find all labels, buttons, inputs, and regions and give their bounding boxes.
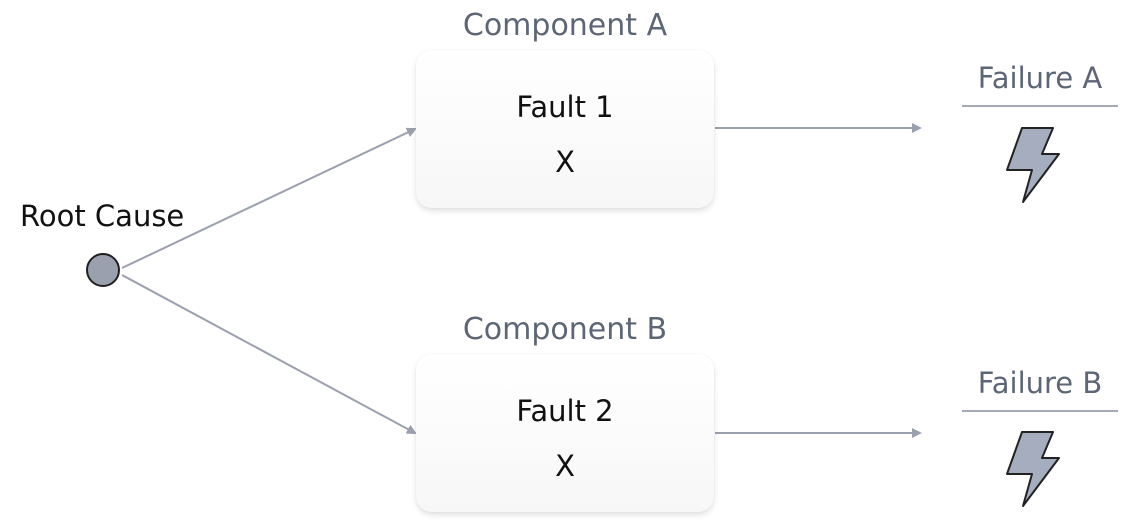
failure-b-title: Failure B (977, 366, 1103, 400)
component-b-title: Component B (462, 312, 668, 347)
fault-1-mark: X (555, 145, 575, 179)
fault-2-mark: X (555, 449, 575, 483)
component-a-box: Fault 1 X (416, 50, 714, 208)
lightning-bolt-icon (1006, 431, 1060, 507)
lightning-bolt-icon (1006, 127, 1060, 203)
fault-1-label: Fault 1 (516, 90, 614, 124)
component-b-box: Fault 2 X (416, 354, 714, 512)
connector-root-to-component-a (121, 127, 417, 269)
fault-2-label: Fault 2 (516, 394, 614, 428)
component-a-title: Component A (462, 8, 668, 43)
connector-root-to-component-b (121, 274, 417, 434)
root-cause-label: Root Cause (20, 199, 185, 233)
failure-a-divider (962, 105, 1118, 107)
failure-b-divider (962, 410, 1118, 412)
failure-a-title: Failure A (977, 61, 1103, 95)
root-cause-node (86, 253, 120, 287)
